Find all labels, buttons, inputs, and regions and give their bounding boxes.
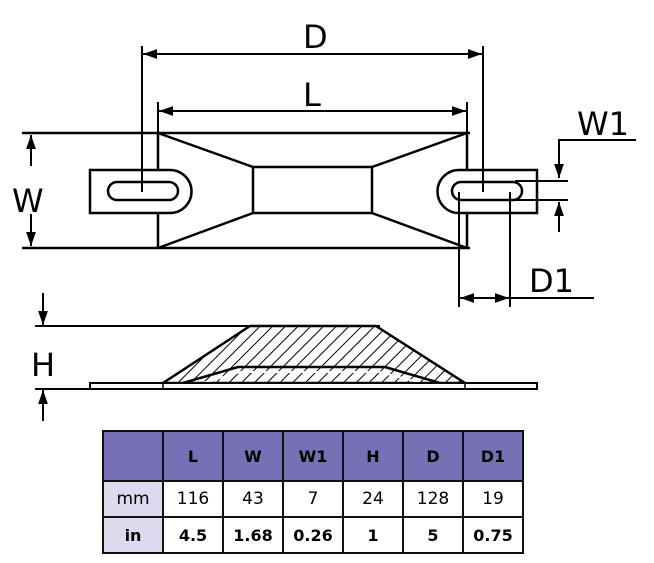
unit-cell: in bbox=[102, 516, 164, 554]
side-strap bbox=[89, 382, 538, 390]
table-row: in 4.5 1.68 0.26 1 5 0.75 bbox=[102, 516, 524, 554]
table-row: mm 116 43 7 24 128 19 bbox=[102, 480, 524, 518]
label-h: H bbox=[31, 346, 55, 384]
technical-drawing: D L W W1 D1 H bbox=[12, 18, 636, 421]
value-cell: 24 bbox=[342, 480, 404, 518]
side-core-gap bbox=[192, 371, 433, 387]
value-cell: 4.5 bbox=[162, 516, 224, 554]
w1-leader bbox=[554, 139, 636, 178]
header-cell: W1 bbox=[282, 430, 344, 482]
unit-cell: mm bbox=[102, 480, 164, 518]
header-cell: L bbox=[162, 430, 224, 482]
value-cell: 128 bbox=[402, 480, 464, 518]
value-cell: 116 bbox=[162, 480, 224, 518]
header-cell bbox=[102, 430, 164, 482]
value-cell: 1 bbox=[342, 516, 404, 554]
value-cell: 5 bbox=[402, 516, 464, 554]
right-taper bbox=[370, 131, 468, 250]
label-d1: D1 bbox=[529, 262, 574, 300]
header-cell: W bbox=[222, 430, 284, 482]
side-view bbox=[89, 324, 538, 390]
dimensions bbox=[26, 46, 636, 421]
label-w: W bbox=[12, 182, 44, 220]
value-cell: 0.26 bbox=[282, 516, 344, 554]
label-w1: W1 bbox=[577, 105, 629, 143]
dimension-table: L W W1 H D D1 mm 116 43 7 24 128 19 in 4… bbox=[102, 430, 524, 554]
value-cell: 7 bbox=[282, 480, 344, 518]
right-slot bbox=[450, 180, 524, 202]
header-cell: D bbox=[402, 430, 464, 482]
left-strap bbox=[88, 168, 193, 215]
table-header-row: L W W1 H D D1 bbox=[102, 430, 524, 482]
value-cell: 0.75 bbox=[462, 516, 524, 554]
side-core-line-top bbox=[182, 365, 441, 385]
value-cell: 1.68 bbox=[222, 516, 284, 554]
label-d: D bbox=[303, 18, 328, 56]
label-l: L bbox=[303, 76, 321, 114]
value-cell: 19 bbox=[462, 480, 524, 518]
left-taper bbox=[157, 131, 255, 250]
header-cell: D1 bbox=[462, 430, 524, 482]
value-cell: 43 bbox=[222, 480, 284, 518]
header-cell: H bbox=[342, 430, 404, 482]
